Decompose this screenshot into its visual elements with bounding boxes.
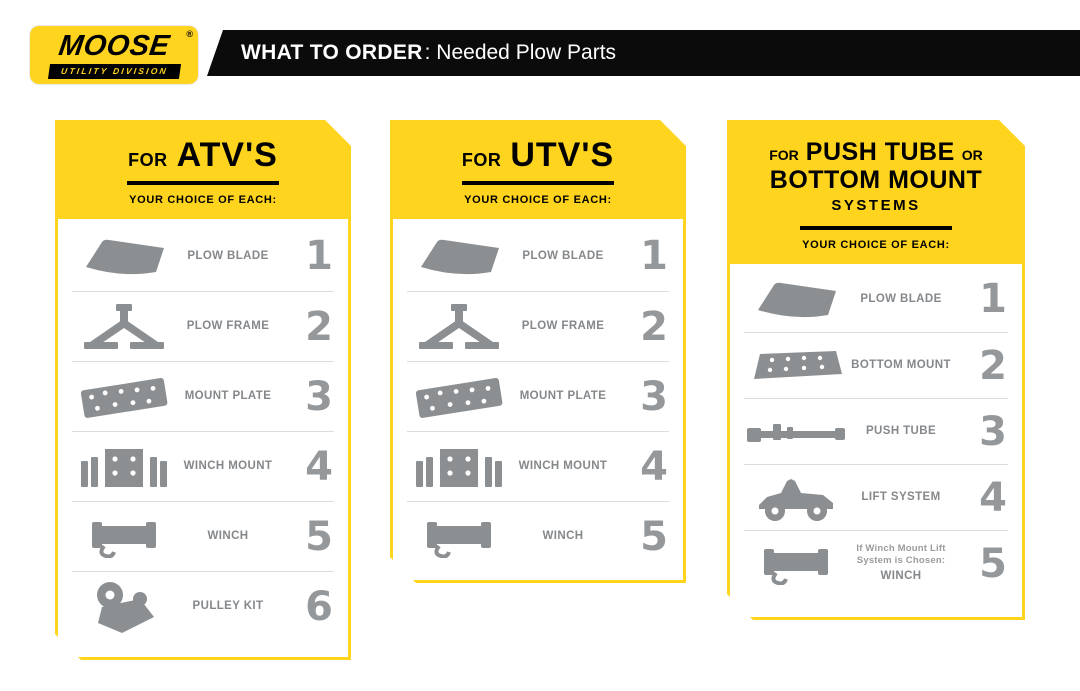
title-bar: WHAT TO ORDER : Needed Plow Parts bbox=[207, 30, 1080, 76]
list-item: PUSH TUBE 3 bbox=[744, 398, 1008, 464]
plow-frame-icon bbox=[74, 304, 174, 350]
item-number: 5 bbox=[305, 513, 332, 560]
bottom-mount-icon bbox=[746, 346, 846, 386]
item-number: 1 bbox=[305, 233, 332, 279]
item-label: MOUNT PLATE bbox=[519, 390, 607, 403]
item-number: 5 bbox=[640, 513, 667, 560]
title-bar-heading: WHAT TO ORDER bbox=[241, 41, 423, 64]
card-atv-header: FOR ATV'S YOUR CHOICE OF EACH: bbox=[58, 123, 348, 219]
card-atv-item-list: PLOW BLADE 1 PLOW FRAME 2 MOUNT PLATE 3 bbox=[58, 219, 348, 653]
card-utv-title-pre: FOR bbox=[461, 150, 502, 170]
plow-blade-icon bbox=[409, 236, 509, 276]
winch-icon bbox=[409, 516, 509, 558]
item-label: MOUNT PLATE bbox=[184, 390, 272, 403]
list-item: WINCH 5 bbox=[407, 501, 669, 571]
list-item: PULLEY KIT 6 bbox=[72, 571, 334, 641]
item-number: 4 bbox=[640, 443, 667, 490]
list-item: WINCH MOUNT 4 bbox=[407, 431, 669, 501]
card-utv-item-list: PLOW BLADE 1 PLOW FRAME 2 MOUNT PLATE 3 bbox=[393, 219, 683, 583]
card-atv-choice-label: YOUR CHOICE OF EACH: bbox=[129, 194, 277, 206]
card-push-tube-bottom-mount: FOR PUSH TUBE OR BOTTOM MOUNT SYSTEMS YO… bbox=[727, 120, 1025, 620]
item-label: LIFT SYSTEM bbox=[861, 491, 941, 504]
item-label: WINCH bbox=[542, 530, 584, 543]
winch-mount-icon bbox=[74, 443, 174, 491]
card-atv-title: ATV'S bbox=[176, 136, 278, 174]
item-label: WINCH MOUNT bbox=[518, 460, 608, 473]
header-rule bbox=[462, 181, 614, 185]
item-label-with-note: If Winch Mount Lift System is Chosen: WI… bbox=[846, 543, 956, 585]
item-number: 6 bbox=[305, 583, 332, 630]
lift-system-icon bbox=[746, 473, 846, 523]
winch-icon bbox=[746, 543, 846, 585]
title-bar-subheading: : Needed Plow Parts bbox=[424, 41, 617, 64]
item-label: WINCH bbox=[880, 570, 922, 583]
list-item: MOUNT PLATE 3 bbox=[407, 361, 669, 431]
card-pt-title-pre: FOR bbox=[769, 147, 799, 163]
list-item: PLOW BLADE 1 bbox=[407, 221, 669, 291]
winch-icon bbox=[74, 516, 174, 558]
item-label: PLOW BLADE bbox=[522, 249, 604, 262]
list-item: PLOW FRAME 2 bbox=[72, 291, 334, 361]
list-item: MOUNT PLATE 3 bbox=[72, 361, 334, 431]
item-number: 3 bbox=[305, 373, 332, 420]
item-number: 3 bbox=[979, 408, 1006, 455]
mount-plate-icon bbox=[74, 374, 174, 420]
list-item: WINCH 5 bbox=[72, 501, 334, 571]
winch-mount-icon bbox=[409, 443, 509, 491]
item-number: 3 bbox=[640, 373, 667, 420]
item-label: PLOW BLADE bbox=[187, 249, 269, 262]
card-pt-title-systems: SYSTEMS bbox=[831, 197, 921, 214]
list-item: LIFT SYSTEM 4 bbox=[744, 464, 1008, 530]
item-label: WINCH bbox=[207, 530, 249, 543]
item-number: 4 bbox=[305, 443, 332, 490]
list-item: PLOW BLADE 1 bbox=[744, 266, 1008, 332]
plow-frame-icon bbox=[409, 304, 509, 350]
logo-division-band: UTILITY DIVISION bbox=[47, 63, 181, 79]
item-number: 1 bbox=[979, 276, 1006, 322]
item-note: If Winch Mount Lift System is Chosen: bbox=[856, 542, 946, 567]
plow-blade-icon bbox=[74, 236, 174, 276]
mount-plate-icon bbox=[409, 374, 509, 420]
card-pt-choice-label: YOUR CHOICE OF EACH: bbox=[802, 239, 950, 251]
item-label: WINCH MOUNT bbox=[183, 460, 273, 473]
card-atv-title-pre: FOR bbox=[128, 150, 168, 170]
item-label: PULLEY KIT bbox=[192, 600, 264, 613]
item-number: 4 bbox=[979, 474, 1006, 521]
list-item: BOTTOM MOUNT 2 bbox=[744, 332, 1008, 398]
item-label: PLOW FRAME bbox=[186, 320, 270, 333]
item-label: BOTTOM MOUNT bbox=[851, 359, 951, 372]
list-item: If Winch Mount Lift System is Chosen: WI… bbox=[744, 530, 1008, 596]
card-pt-item-list: PLOW BLADE 1 BOTTOM MOUNT 2 PUSH TUBE 3 bbox=[730, 264, 1022, 608]
item-number: 2 bbox=[305, 303, 332, 350]
card-pt-title-bottom-mount: BOTTOM MOUNT bbox=[769, 166, 983, 194]
item-label: PUSH TUBE bbox=[865, 425, 937, 438]
card-utv-header: FOR UTV'S YOUR CHOICE OF EACH: bbox=[393, 123, 683, 219]
card-utv-title: UTV'S bbox=[510, 136, 615, 174]
item-number: 2 bbox=[979, 342, 1006, 389]
registered-mark: ® bbox=[186, 29, 193, 39]
list-item: WINCH MOUNT 4 bbox=[72, 431, 334, 501]
header-rule bbox=[127, 181, 279, 185]
pulley-kit-icon bbox=[74, 579, 174, 635]
item-number: 1 bbox=[640, 233, 667, 279]
item-number: 2 bbox=[640, 303, 667, 350]
push-tube-icon bbox=[746, 418, 846, 446]
plow-blade-icon bbox=[746, 279, 846, 319]
card-utv-choice-label: YOUR CHOICE OF EACH: bbox=[464, 194, 612, 206]
item-label: PLOW FRAME bbox=[521, 320, 605, 333]
card-pt-title-push-tube: PUSH TUBE bbox=[805, 138, 955, 166]
moose-logo: ® MOOSE UTILITY DIVISION bbox=[30, 26, 198, 84]
logo-wordmark: MOOSE bbox=[56, 29, 172, 62]
header-rule bbox=[800, 226, 952, 230]
card-atv: FOR ATV'S YOUR CHOICE OF EACH: PLOW BLAD… bbox=[55, 120, 351, 660]
list-item: PLOW FRAME 2 bbox=[407, 291, 669, 361]
card-pt-header: FOR PUSH TUBE OR BOTTOM MOUNT SYSTEMS YO… bbox=[730, 123, 1022, 264]
card-utv: FOR UTV'S YOUR CHOICE OF EACH: PLOW BLAD… bbox=[390, 120, 686, 583]
card-pt-title-or: OR bbox=[961, 147, 983, 163]
item-number: 5 bbox=[979, 540, 1006, 587]
item-label: PLOW BLADE bbox=[860, 292, 942, 305]
list-item: PLOW BLADE 1 bbox=[72, 221, 334, 291]
